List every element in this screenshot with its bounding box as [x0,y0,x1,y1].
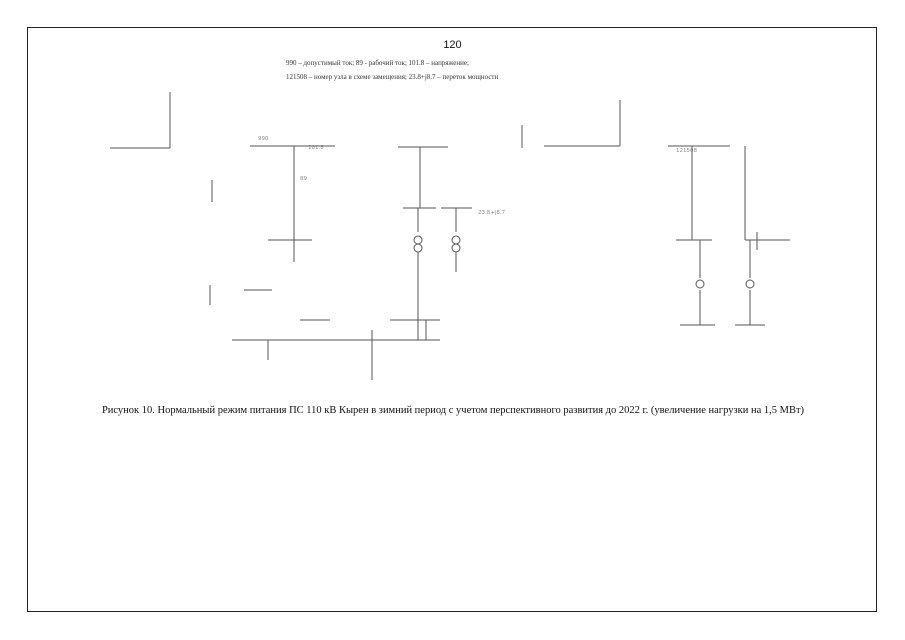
network-diagram: 990 89 101.8 121508 23.8+j8.7 [110,92,790,380]
figure-caption: Рисунок 10. Нормальный режим питания ПС … [101,405,805,416]
label-current-limit: 990 [258,136,269,142]
label-voltage: 101.8 [308,145,324,151]
legend-line-2: 121508 – номер узла в схеме замещения; 2… [286,73,499,81]
page-number: 120 [443,39,462,51]
diagram-legend: 990 – допустимый ток; 89 - рабочий ток; … [286,56,498,84]
legend-line-1: 990 – допустимый ток; 89 - рабочий ток; … [286,59,469,67]
diagram-node-labels: 990 89 101.8 121508 23.8+j8.7 [258,136,697,216]
label-working-current: 89 [300,176,307,182]
page-frame [27,27,877,612]
diagram-lines [110,92,790,380]
label-node-number: 121508 [676,148,697,154]
label-power-flow: 23.8+j8.7 [478,210,506,216]
